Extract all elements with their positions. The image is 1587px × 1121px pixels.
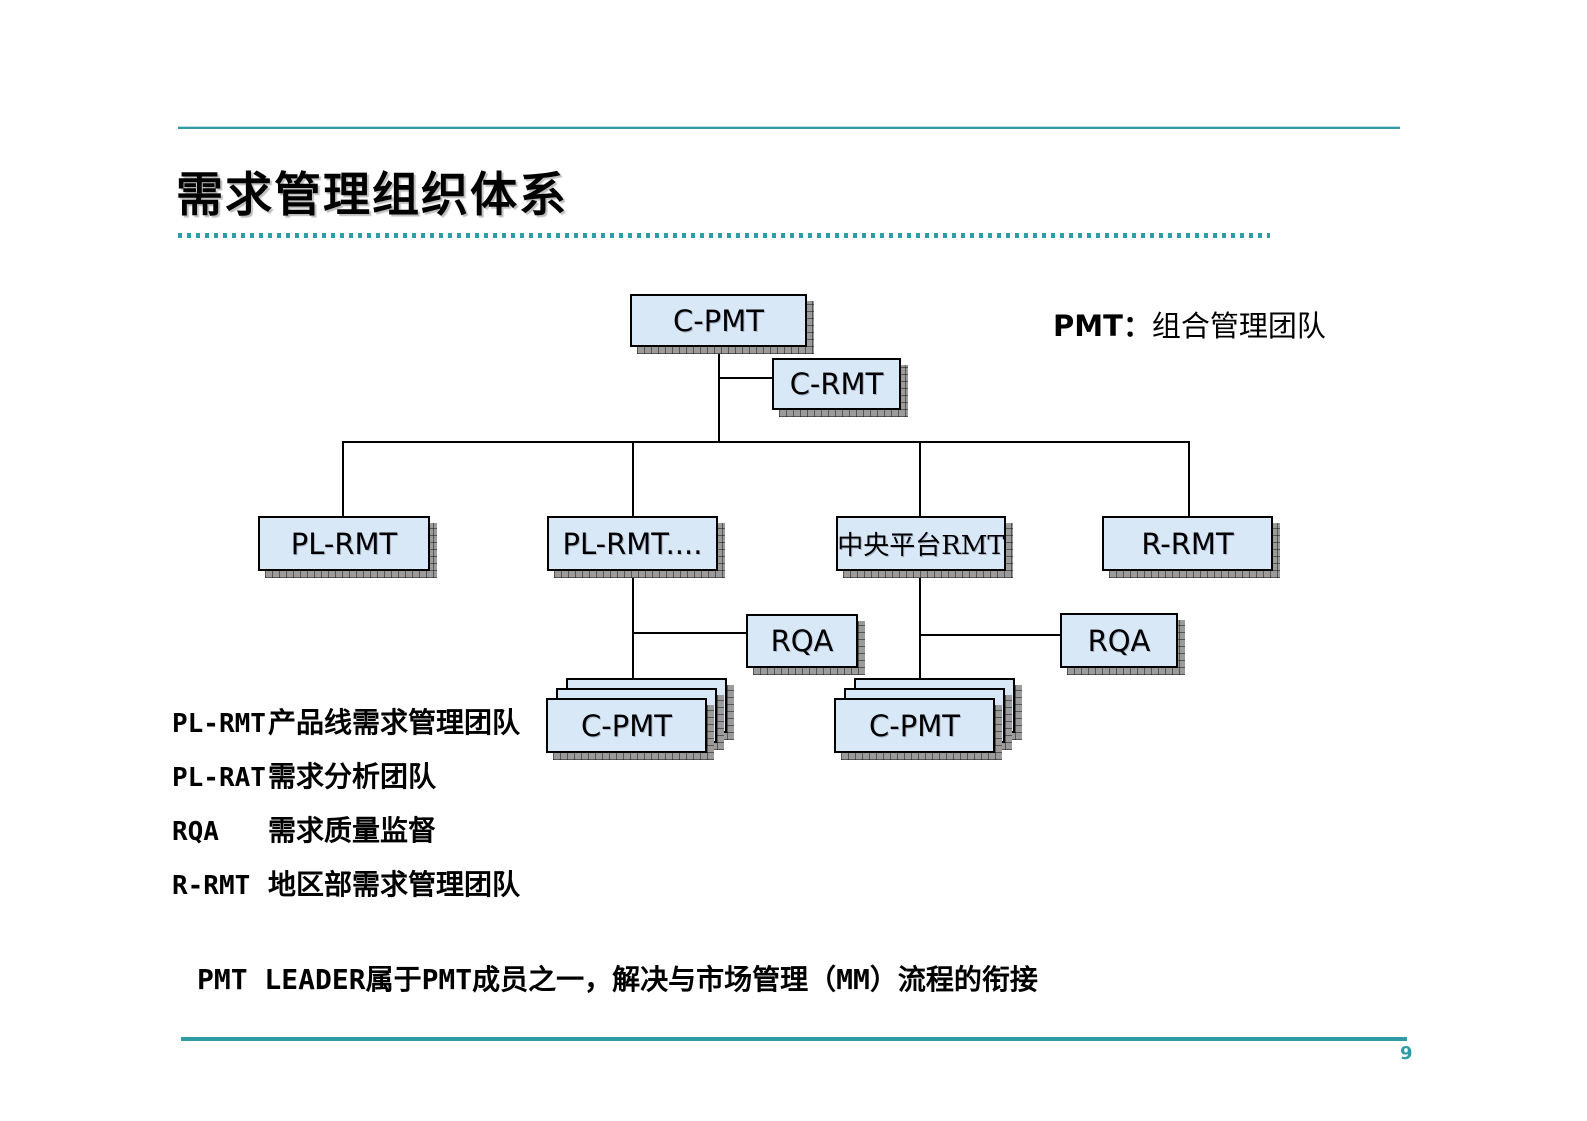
org-node-r-rmt: R-RMT [1102, 516, 1280, 578]
org-node-rqa-left: RQA [746, 614, 865, 675]
connector-cpmt-down [718, 347, 720, 443]
org-node-rqa-right-label: RQA [1087, 623, 1151, 658]
legend-row-pl-rat: PL-RAT 需求分析团队 [172, 755, 520, 795]
connector-rqa-right-stub [920, 634, 1061, 636]
legend-definition: 需求质量监督 [268, 814, 437, 847]
org-node-pl-rmt-more-label: PL-RMT.... [562, 526, 703, 561]
org-node-c-pmt-top: C-PMT [630, 294, 814, 354]
bottom-divider [181, 1037, 1407, 1041]
org-node-c-rmt-label: C-RMT [789, 367, 884, 401]
org-node-r-rmt-label: R-RMT [1141, 526, 1234, 561]
org-node-c-pmt-stack-right: C-PMT [834, 678, 1022, 760]
org-node-pl-rmt-label: PL-RMT [290, 526, 398, 561]
dotted-divider [178, 233, 1270, 238]
footer-note: PMT LEADER属于PMT成员之一，解决与市场管理（MM）流程的衔接 [197, 963, 1038, 996]
legend-definition: 需求分析团队 [268, 760, 437, 793]
pmt-definition-term: PMT： [1053, 309, 1152, 343]
legend-row-rqa: RQA 需求质量监督 [172, 809, 520, 849]
legend-row-r-rmt: R-RMT 地区部需求管理团队 [172, 863, 520, 903]
legend: PL-RMT 产品线需求管理团队 PL-RAT 需求分析团队 RQA 需求质量监… [172, 701, 520, 917]
legend-term: RQA [172, 817, 219, 847]
pmt-definition: PMT：组合管理团队 [1053, 303, 1326, 345]
top-divider [178, 126, 1400, 129]
connector-drop-pl-rmt-more [632, 441, 634, 517]
org-node-c-pmt-stack-left: C-PMT [546, 678, 734, 760]
legend-definition: 产品线需求管理团队 [268, 706, 521, 739]
org-node-rqa-right: RQA [1060, 613, 1185, 675]
legend-term: R-RMT [172, 871, 251, 901]
legend-definition: 地区部需求管理团队 [268, 868, 521, 901]
org-node-c-pmt-stack-right-label: C-PMT [869, 708, 960, 743]
connector-rqa-left-stub [633, 632, 747, 634]
connector-main-horizontal [342, 441, 1190, 443]
page-number: 9 [1400, 1043, 1413, 1064]
org-node-c-rmt: C-RMT [772, 358, 908, 417]
org-node-c-pmt-top-label: C-PMT [673, 303, 764, 338]
connector-drop-central [919, 441, 921, 517]
legend-row-pl-rmt: PL-RMT 产品线需求管理团队 [172, 701, 520, 741]
page-title: 需求管理组织体系 [176, 168, 568, 223]
org-node-central-platform-rmt-label: 中央平台RMT [837, 531, 1005, 561]
pmt-definition-text: 组合管理团队 [1151, 309, 1326, 343]
connector-pl-rmt-more-down [632, 570, 634, 700]
connector-drop-r-rmt [1188, 441, 1190, 517]
org-node-pl-rmt-more: PL-RMT.... [547, 516, 725, 578]
connector-drop-pl-rmt [342, 441, 344, 517]
org-node-c-pmt-stack-left-label: C-PMT [581, 708, 672, 743]
org-node-rqa-left-label: RQA [770, 624, 834, 658]
connector-crmt-stub [719, 377, 772, 379]
org-node-central-platform-rmt: 中央平台RMT [836, 516, 1013, 578]
legend-term: PL-RAT [172, 763, 266, 793]
legend-term: PL-RMT [172, 709, 266, 739]
org-node-pl-rmt: PL-RMT [258, 516, 437, 578]
